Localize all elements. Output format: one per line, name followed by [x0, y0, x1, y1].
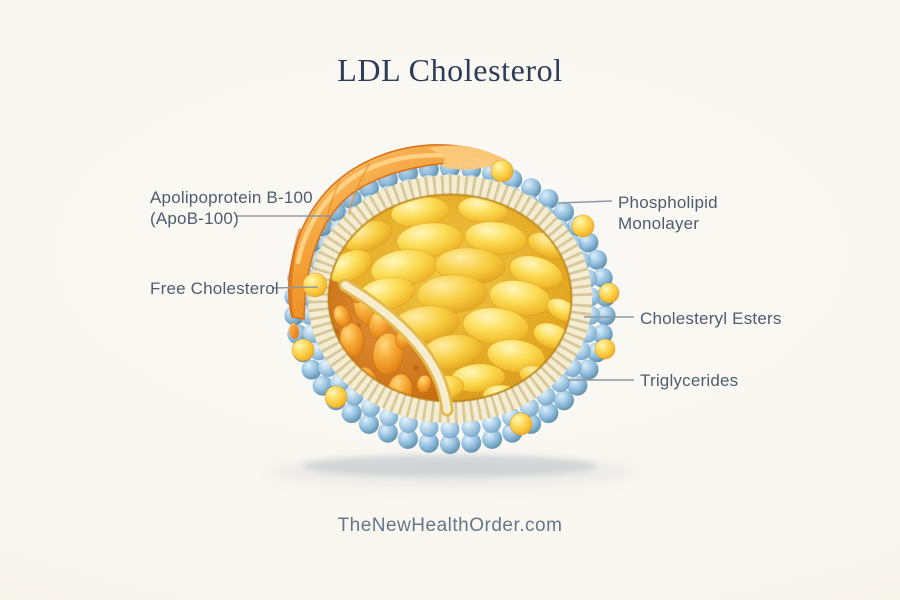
free-cholesterol-spheres: [291, 159, 620, 436]
label-free-cholesterol-text: Free Cholesterol: [150, 279, 279, 298]
label-free-cholesterol: Free Cholesterol: [150, 278, 279, 299]
label-phospholipid-line1: Phospholipid: [618, 193, 718, 212]
label-apolipoprotein-b100: Apolipoprotein B-100 (ApoB-100): [150, 187, 313, 229]
label-triglycerides-text: Triglycerides: [640, 371, 739, 390]
label-cholesteryl-esters-text: Cholesteryl Esters: [640, 309, 782, 328]
leader-lines: [237, 200, 634, 381]
page-title: LDL Cholesterol: [337, 52, 563, 88]
label-phospholipid-monolayer: Phospholipid Monolayer: [618, 192, 718, 234]
label-cholesteryl-esters: Cholesteryl Esters: [640, 308, 782, 329]
leader-line-phospholipid: [557, 200, 613, 204]
apob-ribbon: [287, 144, 508, 339]
label-apolipoprotein-b100-line2: (ApoB-100): [150, 209, 239, 228]
wedge-divider-band: [338, 278, 454, 417]
apob-ribbon-body: [287, 144, 506, 320]
core-region: [327, 193, 573, 417]
particle-shadow: [267, 455, 637, 488]
leader-line-free-cholesterol: [271, 286, 319, 289]
apob-ribbon-fold: [428, 145, 506, 170]
site-url: TheNewHealthOrder.com: [337, 515, 563, 536]
label-apolipoprotein-b100-line1: Apolipoprotein B-100: [150, 188, 313, 207]
apob-ribbon-drip: [288, 323, 300, 339]
label-triglycerides: Triglycerides: [640, 370, 738, 391]
label-phospholipid-line2: Monolayer: [618, 214, 700, 233]
